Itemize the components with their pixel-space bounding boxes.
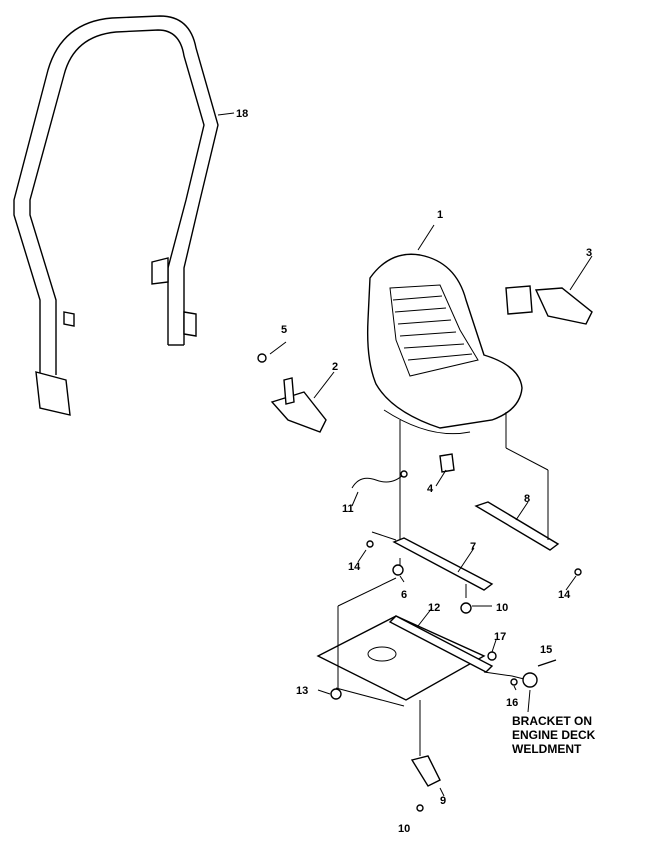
mounting-plate [316, 577, 529, 707]
note-line-1: BRACKET ON [512, 714, 592, 728]
seat-rails [371, 412, 560, 598]
callout-18: 18 [236, 108, 248, 120]
callout-15: 15 [540, 644, 552, 656]
hardware [257, 353, 582, 812]
callout-10-upper: 10 [496, 602, 508, 614]
callout-13: 13 [296, 685, 308, 697]
callout-8: 8 [524, 493, 530, 505]
callout-9: 9 [440, 795, 446, 807]
callout-2: 2 [332, 361, 338, 373]
callout-3: 3 [586, 247, 592, 259]
callout-10-lower: 10 [398, 823, 410, 835]
callout-14-left: 14 [348, 561, 361, 573]
callout-14-right: 14 [558, 589, 571, 601]
leader-lines [269, 255, 593, 797]
note-line-2: ENGINE DECK [512, 728, 596, 742]
armrest-right [505, 285, 593, 325]
callout-17: 17 [494, 631, 506, 643]
callout-7: 7 [470, 541, 476, 553]
callout-5: 5 [281, 324, 287, 336]
callout-12: 12 [428, 602, 440, 614]
roll-bar [13, 15, 235, 416]
callout-11: 11 [342, 503, 354, 515]
callout-16: 16 [506, 697, 518, 709]
callout-4: 4 [427, 483, 434, 495]
callout-1: 1 [437, 209, 443, 221]
armrest-left [270, 377, 327, 433]
wire-harness [351, 470, 408, 489]
note-line-3: WELDMENT [512, 742, 582, 756]
seat [367, 224, 523, 473]
callout-6: 6 [401, 589, 407, 601]
